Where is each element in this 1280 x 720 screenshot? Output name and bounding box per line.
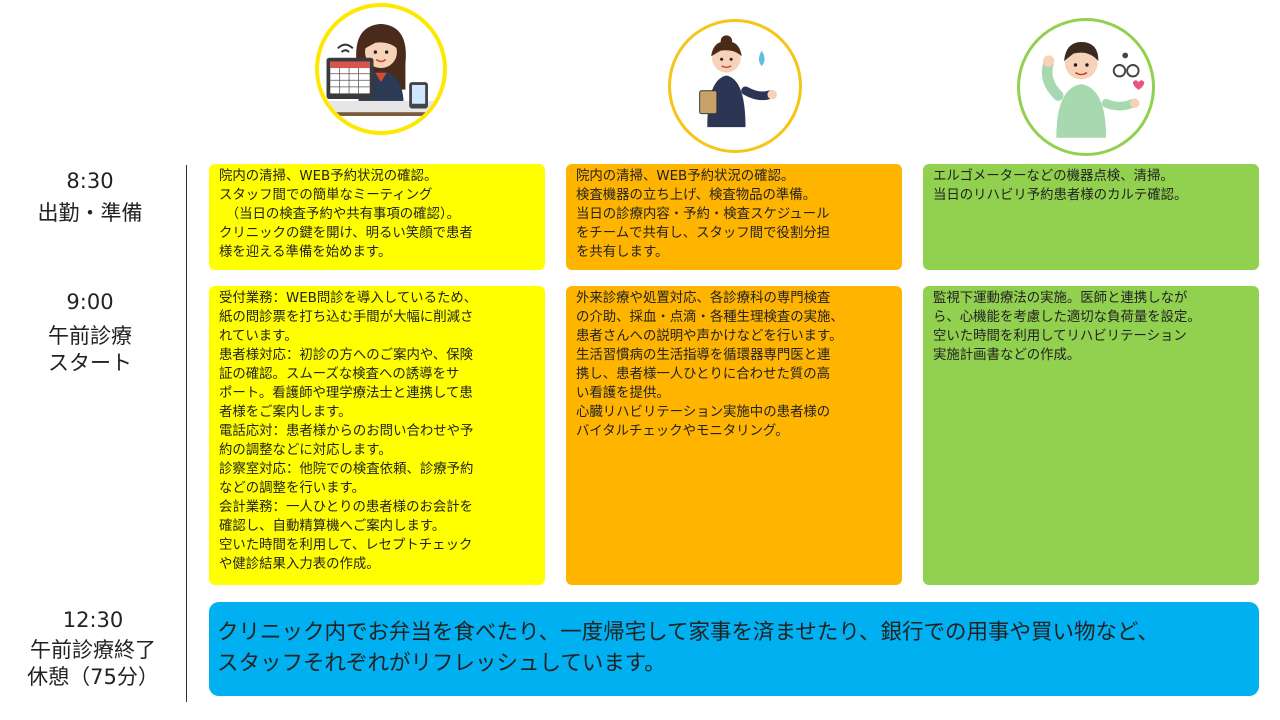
nurse-avatar <box>668 19 802 153</box>
therapist-avatar <box>1017 18 1155 156</box>
time-slot-0830: 8:30 出勤・準備 <box>22 168 158 227</box>
therapist-0830-card: エルゴメーターなどの機器点検、清掃。 当日のリハビリ予約患者様のカルテ確認。 <box>923 164 1259 270</box>
therapist-icon <box>1041 42 1145 138</box>
receptionist-avatar <box>315 3 447 135</box>
time-0830: 8:30 <box>66 169 114 193</box>
time-slot-1230: 12:30 午前診療終了 休憩（75分） <box>18 607 168 692</box>
time-1230-label: 午前診療終了 休憩（75分） <box>27 637 159 690</box>
therapist-0900-card: 監視下運動療法の実施。医師と連携しなが ら、心機能を考慮した適切な負荷量を設定。… <box>923 286 1259 585</box>
timeline-divider <box>186 165 187 702</box>
nurse-0830-card: 院内の清掃、WEB予約状況の確認。 検査機器の立ち上げ、検査物品の準備。 当日の… <box>566 164 902 270</box>
time-0830-label: 出勤・準備 <box>37 200 143 225</box>
time-1230: 12:30 <box>62 608 124 632</box>
receptionist-icon <box>319 23 443 116</box>
break-card: クリニック内でお弁当を食べたり、一度帰宅して家事を済ませたり、銀行での用事や買い… <box>209 602 1259 696</box>
reception-0900-card: 受付業務：WEB問診を導入しているため、 紙の問診票を打ち込む手間が大幅に削減さ… <box>209 286 545 585</box>
reception-0830-card: 院内の清掃、WEB予約状況の確認。 スタッフ間での簡単なミーティング （当日の検… <box>209 164 545 270</box>
nurse-0900-card: 外来診療や処置対応、各診療科の専門検査 の介助、採血・点滴・各種生理検査の実施、… <box>566 286 902 585</box>
nurse-icon <box>699 35 778 128</box>
time-0900: 9:00 <box>66 290 114 314</box>
time-0900-label: 午前診療 スタート <box>48 323 132 376</box>
time-slot-0900: 9:00 午前診療 スタート <box>22 289 158 378</box>
